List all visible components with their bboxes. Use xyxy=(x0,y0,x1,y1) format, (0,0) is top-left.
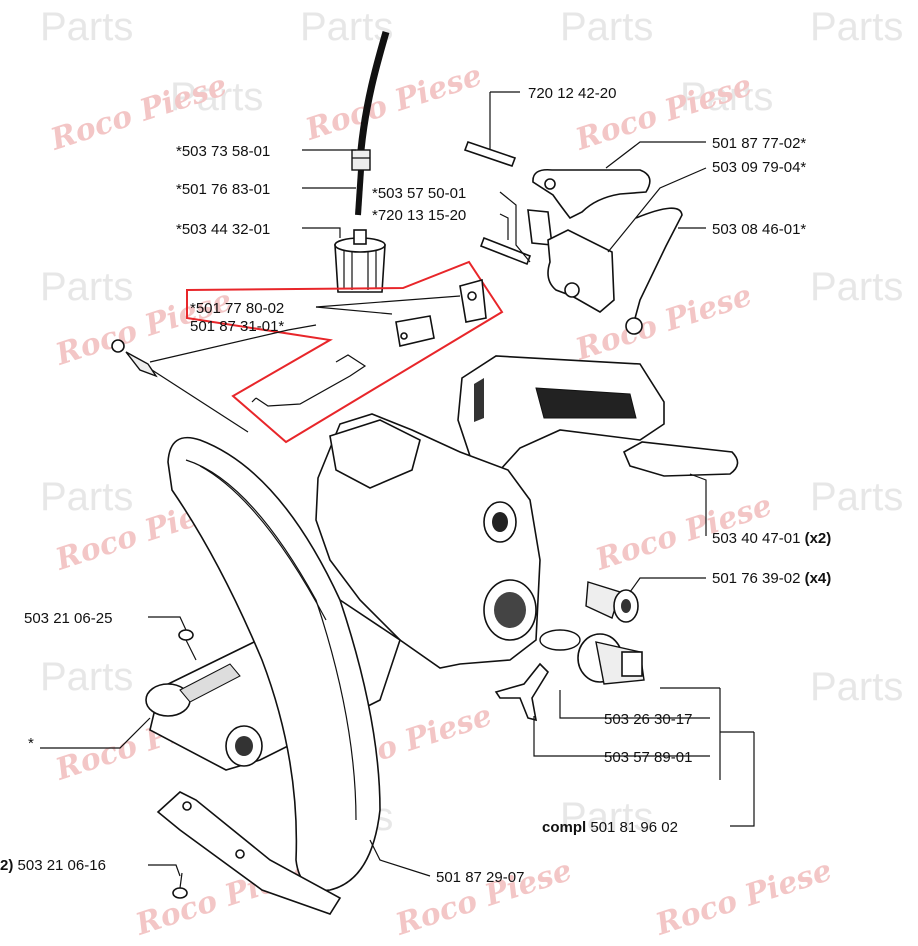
hose-fitting xyxy=(351,149,371,171)
pin-part-lower xyxy=(479,236,532,266)
part-number: 501 76 39-02 xyxy=(712,570,800,587)
choke-rod xyxy=(255,354,367,407)
part-label: 720 12 42-20 xyxy=(528,85,616,102)
link-hole xyxy=(400,332,408,340)
part-label: *501 76 83-01 xyxy=(176,181,270,198)
watermark-roco-text: Roco Piese xyxy=(651,853,837,941)
quantity-note: (x2) xyxy=(805,530,832,547)
part-label: 501 76 39-02 (x4) xyxy=(712,570,831,587)
cap-oring xyxy=(539,629,581,651)
part-label: *720 13 15-20 xyxy=(372,207,466,224)
trigger-pivot xyxy=(544,178,556,190)
rubber-bushing xyxy=(585,581,639,623)
part-number: 503 40 47-01 xyxy=(712,530,800,547)
crankcase-body xyxy=(145,355,739,771)
part-label: 503 26 30-17 xyxy=(604,711,692,728)
part-label: 501 87 29-07 xyxy=(436,869,524,886)
part-label: *501 77 80-02 xyxy=(190,300,284,317)
watermark-parts-text: Parts xyxy=(810,665,903,709)
watermark-parts-text: Parts xyxy=(40,655,133,699)
pin-part xyxy=(463,140,517,168)
lockout-pivot xyxy=(564,282,580,298)
bracket-hole xyxy=(235,849,245,859)
screw-503-21-06-25 xyxy=(178,629,197,661)
part-label: 503 57 89-01 xyxy=(604,749,692,766)
watermark-parts-text: Parts xyxy=(300,5,393,49)
watermark-parts-text: Parts xyxy=(40,5,133,49)
throttle-cable xyxy=(151,369,249,433)
fuel-hose xyxy=(357,31,390,151)
note-prefix: 2) xyxy=(0,857,13,874)
highlight-outline xyxy=(186,260,504,444)
cable-nut xyxy=(111,339,125,353)
cap-strap xyxy=(494,662,550,722)
watermark-roco-text: Roco Piese xyxy=(391,853,577,941)
watermark-parts-text: Parts xyxy=(560,5,653,49)
part-label: 503 40 47-01 (x2) xyxy=(712,530,831,547)
throttle-trigger xyxy=(532,168,651,220)
link-piece xyxy=(395,315,435,347)
part-number: 501 81 96 02 xyxy=(590,819,678,836)
part-label: 501 87 77-02* xyxy=(712,135,806,152)
part-label: *503 57 50-01 xyxy=(372,185,466,202)
oil-cap-assembly xyxy=(494,629,645,722)
part-label: 503 21 06-25 xyxy=(24,610,112,627)
bracket-hole xyxy=(182,801,192,811)
part-number: 503 21 06-16 xyxy=(18,857,106,874)
quantity-note: (x4) xyxy=(805,570,832,587)
watermark-parts-text: Parts xyxy=(560,795,653,839)
watermark-parts-text: Parts xyxy=(170,75,263,119)
throttle-lockout xyxy=(547,229,615,313)
watermark-parts-text: Parts xyxy=(810,475,903,519)
watermark-parts-text: Parts xyxy=(680,75,773,119)
small-fuel-hose xyxy=(355,169,364,216)
part-label: 2) 503 21 06-16 xyxy=(0,857,106,874)
choke-rod-end xyxy=(251,397,257,403)
cable-adjuster xyxy=(125,351,158,378)
part-label: 503 09 79-04* xyxy=(712,159,806,176)
handle-lever xyxy=(622,441,739,477)
choke-plate xyxy=(459,278,487,323)
watermark-parts-text: Parts xyxy=(40,475,133,519)
handle-bracket xyxy=(156,791,342,915)
part-label: 501 87 31-01* xyxy=(190,318,284,335)
spring-eye xyxy=(625,317,643,335)
part-label: compl 501 81 96 02 xyxy=(542,819,678,836)
part-label: * xyxy=(28,735,34,752)
watermark-parts-text: Parts xyxy=(810,265,903,309)
front-handle xyxy=(167,436,381,892)
watermark-parts-text: Parts xyxy=(40,265,133,309)
watermark-roco-text: Roco Piese xyxy=(301,58,487,148)
choke-plate-hole xyxy=(467,291,477,301)
lockout-spring xyxy=(633,207,683,323)
screw-503-21-06-16 xyxy=(172,872,188,899)
part-label: *503 73 58-01 xyxy=(176,143,270,160)
fuel-filter xyxy=(334,229,386,293)
part-label: *503 44 32-01 xyxy=(176,221,270,238)
leader-lines xyxy=(40,91,755,877)
watermark-parts-text: Parts xyxy=(810,5,903,49)
part-label: 503 08 46-01* xyxy=(712,221,806,238)
bore-front-inner xyxy=(492,512,508,532)
compl-prefix: compl xyxy=(542,819,586,836)
oil-tank-inner xyxy=(494,592,526,628)
